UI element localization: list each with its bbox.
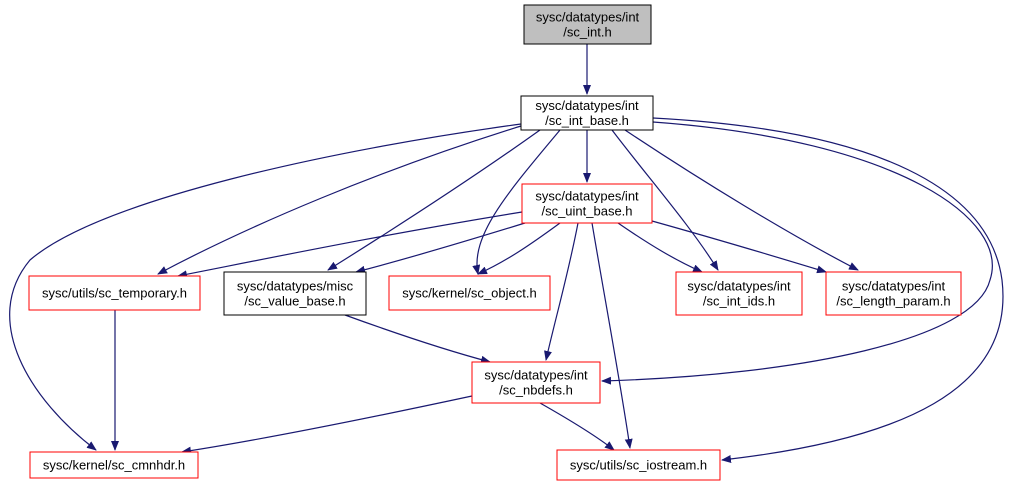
- node-sc_cmnhdr[interactable]: sysc/kernel/sc_cmnhdr.h: [29, 451, 199, 479]
- edge-sc_nbdefs-to-sc_cmnhdr: [181, 395, 473, 455]
- node-sc_int_base[interactable]: sysc/datatypes/int/sc_int_base.h: [520, 95, 654, 131]
- node-sc_length_param[interactable]: sysc/datatypes/int/sc_length_param.h: [825, 271, 962, 316]
- edge-sc_uint_base-to-sc_object: [477, 222, 561, 275]
- edge-sc_int_base-to-sc_temporary: [157, 125, 522, 275]
- node-box-sc_int[interactable]: [523, 4, 652, 45]
- edge-sc_int_base-to-sc_int_ids: [611, 129, 719, 271]
- node-label-sc_int_base-line-2: /sc_int_base.h: [545, 113, 629, 128]
- edge-sc_value_base-to-sc_nbdefs: [344, 314, 491, 364]
- node-label-sc_int-line-1: sysc/datatypes/int: [536, 10, 640, 25]
- node-sc_uint_base[interactable]: sysc/datatypes/int/sc_uint_base.h: [521, 183, 653, 224]
- node-label-sc_temporary-line-1: sysc/utils/sc_temporary.h: [42, 286, 187, 301]
- node-label-sc_nbdefs-line-1: sysc/datatypes/int: [484, 368, 588, 383]
- node-box-sc_object[interactable]: [388, 275, 551, 311]
- node-box-sc_length_param[interactable]: [825, 271, 962, 316]
- edge-sc_uint_base-to-sc_nbdefs: [544, 222, 579, 361]
- node-label-sc_int_base-line-1: sysc/datatypes/int: [535, 98, 639, 113]
- edge-sc_int_base-to-sc_cmnhdr: [9, 123, 522, 451]
- node-label-sc_object-line-1: sysc/kernel/sc_object.h: [402, 286, 536, 301]
- node-box-sc_temporary[interactable]: [28, 275, 201, 311]
- node-box-sc_iostream[interactable]: [556, 449, 721, 481]
- node-sc_iostream[interactable]: sysc/utils/sc_iostream.h: [556, 449, 721, 481]
- node-box-sc_int_ids[interactable]: [675, 271, 803, 316]
- edge-sc_uint_base-to-sc_length_param: [651, 220, 827, 274]
- node-label-sc_nbdefs-line-2: /sc_nbdefs.h: [499, 383, 573, 398]
- node-label-sc_iostream-line-1: sysc/utils/sc_iostream.h: [570, 458, 707, 473]
- node-sc_nbdefs[interactable]: sysc/datatypes/int/sc_nbdefs.h: [471, 361, 601, 404]
- node-label-sc_int_ids-line-2: /sc_int_ids.h: [703, 294, 775, 309]
- edge-sc_int_base-to-sc_object: [472, 129, 561, 275]
- edge-sc_uint_base-to-sc_int_ids: [617, 222, 703, 273]
- edge-sc_uint_base-to-sc_temporary: [177, 211, 523, 279]
- edge-sc_uint_base-to-sc_iostream: [591, 222, 633, 449]
- node-sc_int[interactable]: sysc/datatypes/int/sc_int.h: [523, 4, 652, 45]
- node-label-sc_uint_base-line-1: sysc/datatypes/int: [535, 189, 639, 204]
- edge-sc_int_base-to-sc_iostream: [652, 117, 1004, 463]
- node-box-sc_nbdefs[interactable]: [471, 361, 601, 404]
- node-sc_int_ids[interactable]: sysc/datatypes/int/sc_int_ids.h: [675, 271, 803, 316]
- edge-sc_int_base-to-sc_length_param: [624, 129, 859, 271]
- node-sc_object[interactable]: sysc/kernel/sc_object.h: [388, 275, 551, 311]
- node-box-sc_cmnhdr[interactable]: [29, 451, 199, 479]
- node-box-sc_value_base[interactable]: [223, 271, 367, 316]
- node-label-sc_uint_base-line-2: /sc_uint_base.h: [541, 204, 632, 219]
- node-sc_temporary[interactable]: sysc/utils/sc_temporary.h: [28, 275, 201, 311]
- node-label-sc_int-line-2: /sc_int.h: [563, 25, 611, 40]
- edge-sc_int_base-to-sc_value_base: [327, 129, 541, 271]
- node-label-sc_length_param-line-2: /sc_length_param.h: [836, 294, 950, 309]
- node-label-sc_value_base-line-1: sysc/datatypes/misc: [237, 279, 354, 294]
- edge-sc_uint_base-to-sc_value_base: [355, 222, 526, 274]
- node-box-sc_uint_base[interactable]: [521, 183, 653, 224]
- node-box-sc_int_base[interactable]: [520, 95, 654, 131]
- edge-sc_int_base-to-sc_nbdefs: [601, 121, 993, 385]
- node-label-sc_length_param-line-1: sysc/datatypes/int: [842, 279, 946, 294]
- node-label-sc_int_ids-line-1: sysc/datatypes/int: [687, 279, 791, 294]
- node-label-sc_cmnhdr-line-1: sysc/kernel/sc_cmnhdr.h: [43, 458, 185, 473]
- node-label-sc_value_base-line-2: /sc_value_base.h: [244, 294, 345, 309]
- node-sc_value_base[interactable]: sysc/datatypes/misc/sc_value_base.h: [223, 271, 367, 316]
- edge-sc_nbdefs-to-sc_iostream: [539, 402, 615, 451]
